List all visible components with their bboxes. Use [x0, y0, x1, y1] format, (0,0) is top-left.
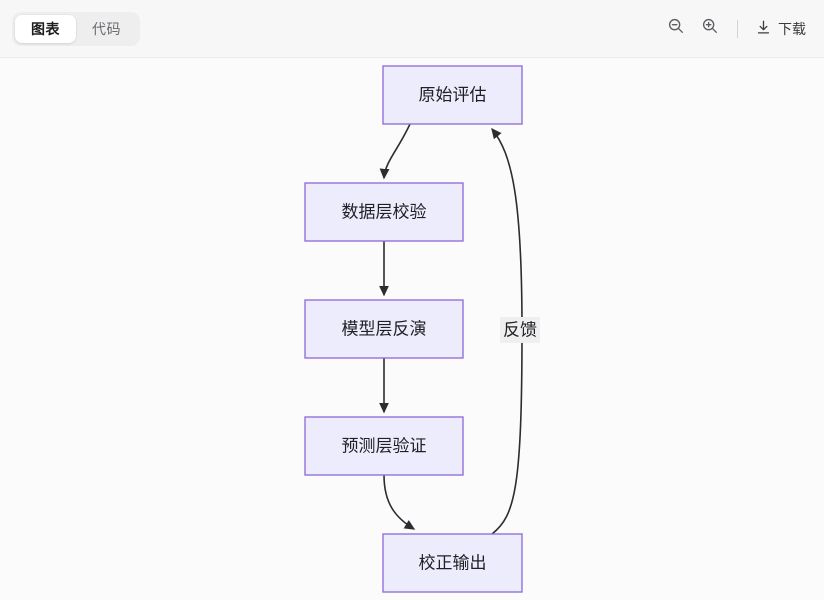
tab-chart-label: 图表 — [31, 20, 60, 37]
tab-code-label: 代码 — [92, 20, 121, 37]
tab-chart[interactable]: 图表 — [15, 14, 76, 43]
edge-label-feedback-text: 反馈 — [503, 320, 537, 339]
download-label: 下载 — [778, 20, 806, 37]
zoom-out-button[interactable] — [660, 13, 692, 45]
toolbar-divider — [737, 19, 738, 38]
node-label-n2: 数据层校验 — [342, 202, 427, 221]
node-label-n4: 预测层验证 — [342, 436, 427, 455]
node-预测层验证[interactable]: 预测层验证 — [304, 416, 464, 476]
zoom-in-icon — [701, 17, 719, 40]
edge-n4-n5 — [383, 474, 416, 530]
flowchart-svg: 原始评估 数据层校验 模型层反演 预测层验证 校正输出 — [304, 65, 540, 593]
zoom-out-icon — [667, 17, 685, 40]
node-模型层反演[interactable]: 模型层反演 — [304, 299, 464, 359]
viewer-toolbar: 图表 代码 — [0, 0, 824, 58]
diagram-canvas[interactable]: 原始评估 数据层校验 模型层反演 预测层验证 校正输出 — [0, 58, 824, 600]
view-tab-group: 图表 代码 — [12, 11, 140, 46]
node-layer: 原始评估 数据层校验 模型层反演 预测层验证 校正输出 — [304, 65, 523, 593]
node-label-n1: 原始评估 — [419, 85, 487, 104]
node-原始评估[interactable]: 原始评估 — [382, 65, 523, 125]
node-label-n3: 模型层反演 — [342, 319, 427, 338]
download-button[interactable]: 下载 — [749, 13, 810, 45]
download-icon — [755, 19, 772, 39]
node-数据层校验[interactable]: 数据层校验 — [304, 182, 464, 242]
zoom-in-button[interactable] — [694, 13, 726, 45]
node-label-n5: 校正输出 — [419, 553, 487, 572]
node-校正输出[interactable]: 校正输出 — [382, 533, 523, 593]
tab-code[interactable]: 代码 — [76, 15, 137, 43]
toolbar-actions: 下载 — [660, 13, 810, 45]
edge-n1-n2 — [379, 123, 411, 180]
edge-label-feedback: 反馈 — [500, 317, 540, 343]
